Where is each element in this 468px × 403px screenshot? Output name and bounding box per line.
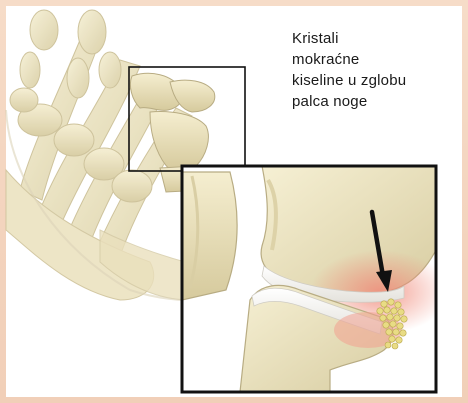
caption-line-4: palca noge — [292, 91, 462, 112]
figure-caption: Kristali mokraćne kiseline u zglobu palc… — [292, 28, 462, 112]
caption-line-2: mokraćne — [292, 49, 462, 70]
caption-line-3: kiseline u zglobu — [292, 70, 462, 91]
caption-line-1: Kristali — [292, 28, 462, 49]
enlarged-joint-panel — [182, 166, 450, 392]
